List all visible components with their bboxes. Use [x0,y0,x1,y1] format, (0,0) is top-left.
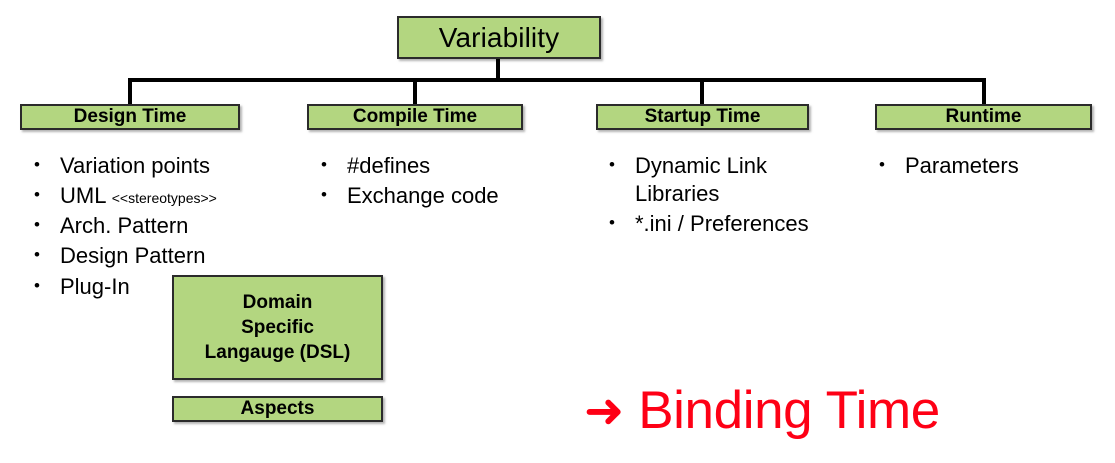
connector-drop-startup-time [700,78,704,106]
node-runtime[interactable]: Runtime [875,104,1092,130]
connector-drop-compile-time [413,78,417,106]
list-item-label: Variation points [60,153,211,178]
bullet-list-startup-time: • Dynamic Link Libraries • *.ini / Prefe… [609,152,859,240]
list-item-label: Plug-In [60,273,130,299]
node-startup-time[interactable]: Startup Time [596,104,809,130]
node-aspects-label: Aspects [240,398,315,419]
node-design-time[interactable]: Design Time [20,104,240,130]
list-item-label: Dynamic Link Libraries [635,153,768,207]
bullet-icon: • [321,185,327,205]
bullet-list-design-time: • Variation points • UML <<stereotypes>>… [34,152,304,303]
bullet-icon: • [879,155,885,174]
list-item: • Arch. Pattern [34,212,304,240]
bullet-icon: • [321,155,327,174]
connector-drop-design-time [128,78,132,106]
list-item-text: UML [60,183,112,209]
list-item-label: Exchange code [347,183,499,209]
node-domain-specific-language[interactable]: Domain Specific Langauge (DSL) [172,275,383,380]
connector-horizontal-bus [128,78,986,82]
bullet-icon: • [34,215,40,235]
list-item-label: Design Pattern [60,243,206,269]
list-item-label: #defines [347,153,431,178]
node-startup-time-label: Startup Time [644,106,761,127]
list-item: • Exchange code [321,182,581,210]
bullet-icon: • [34,245,40,265]
list-item: • #defines [321,152,581,180]
list-item-label: Arch. Pattern [60,213,189,239]
list-item: • Plug-In [34,273,304,301]
list-item: • UML <<stereotypes>> [34,182,304,210]
node-aspects[interactable]: Aspects [172,396,383,422]
node-dsl-line-3: Langauge (DSL) [204,342,351,364]
list-item: • *.ini / Preferences [609,210,859,238]
node-dsl-line-2: Specific [241,316,314,338]
bullet-icon: • [34,155,40,174]
connector-drop-runtime [982,78,986,106]
list-item: • Variation points [34,152,304,180]
bullet-icon: • [34,185,40,205]
node-dsl-line-1: Domain [242,291,313,313]
bullet-list-runtime: • Parameters [879,152,1109,182]
connector-root-stem [496,59,500,81]
right-arrow-icon: ➜ [584,382,625,439]
bullet-icon: • [34,275,40,295]
node-variability[interactable]: Variability [397,16,601,59]
list-item-label: Parameters [905,153,1019,178]
list-item-label: UML <<stereotypes>> [60,182,304,210]
binding-time-label: Binding Time [638,381,940,440]
node-compile-time-label: Compile Time [352,106,478,127]
list-item: • Dynamic Link Libraries [609,152,859,208]
bullet-list-compile-time: • #defines • Exchange code [321,152,581,212]
bullet-icon: • [609,213,615,233]
node-design-time-label: Design Time [73,106,187,127]
list-item-label: *.ini / Preferences [635,211,809,237]
node-variability-label: Variability [438,21,560,53]
list-item-stereotype: <<stereotypes>> [111,190,217,207]
binding-time-callout: ➜ Binding Time [584,384,940,437]
list-item: • Parameters [879,152,1109,180]
bullet-icon: • [609,155,615,174]
list-item: • Design Pattern [34,242,304,270]
node-compile-time[interactable]: Compile Time [307,104,523,130]
node-runtime-label: Runtime [945,106,1022,127]
